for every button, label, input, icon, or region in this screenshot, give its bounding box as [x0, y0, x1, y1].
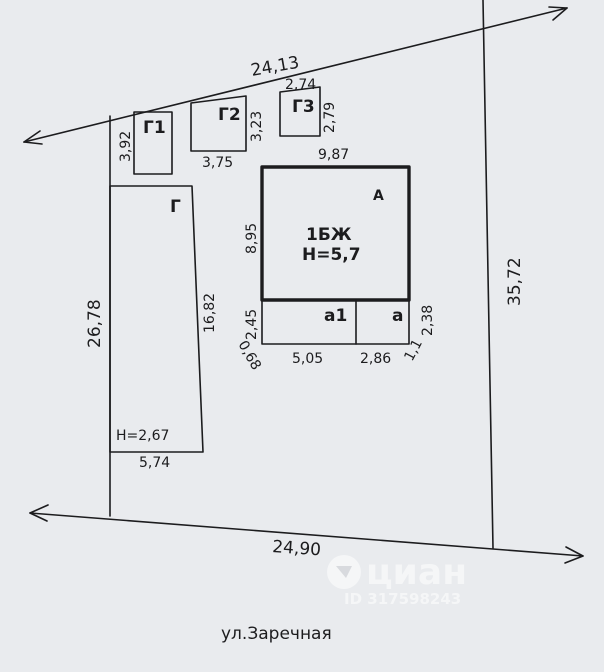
- bottom-boundary-line: [29, 512, 584, 557]
- label-a: а: [392, 306, 403, 326]
- cian-watermark: циан ID 317598243: [327, 552, 467, 608]
- label-g1: Г1: [143, 118, 166, 138]
- label-a1: а1: [324, 306, 347, 326]
- dim-house-width: 9,87: [318, 147, 349, 163]
- dim-g2-width: 3,75: [202, 155, 233, 171]
- dim-bottom-boundary: 24,90: [272, 537, 322, 560]
- bottom-boundary-left-arrow: [29, 504, 49, 522]
- building-g2: [190, 95, 247, 152]
- dim-g2-height: 3,23: [249, 111, 265, 142]
- dim-a1-height: 2,45: [244, 309, 260, 340]
- watermark-brand: циан: [366, 552, 467, 593]
- extension-outline: [261, 299, 410, 345]
- bottom-boundary-right-arrow: [564, 546, 584, 564]
- top-boundary-right-arrow: [548, 6, 568, 21]
- building-g3: [279, 86, 321, 137]
- dim-a1-corner: 0,68: [235, 338, 264, 373]
- label-house-a: А: [373, 188, 384, 204]
- label-g: Г: [170, 197, 181, 217]
- building-g: [109, 185, 204, 453]
- label-g2: Г2: [218, 105, 241, 125]
- label-g-height: Н=2,67: [116, 428, 169, 444]
- dim-g3-width: 2,74: [285, 77, 316, 93]
- cian-logo-icon: [327, 555, 361, 589]
- dim-g3-height: 2,79: [322, 102, 338, 133]
- dim-g-width: 5,74: [139, 455, 170, 471]
- label-g3: Г3: [292, 97, 315, 117]
- top-boundary-left-arrow: [23, 130, 43, 145]
- house-a: [260, 165, 411, 302]
- dim-a1-width: 5,05: [292, 351, 323, 367]
- dim-left-boundary: 26,78: [85, 299, 105, 348]
- building-g1: [133, 111, 173, 175]
- street-name: ул.Заречная: [221, 624, 332, 644]
- top-boundary-line: [23, 7, 568, 143]
- dim-g-height: 16,82: [202, 293, 218, 333]
- watermark-id: ID 317598243: [344, 590, 461, 608]
- dim-right-boundary: 35,72: [505, 257, 525, 306]
- label-house-type: 1БЖ: [306, 225, 352, 245]
- right-boundary-line: [482, 0, 494, 549]
- dim-a-height: 2,38: [420, 305, 436, 336]
- label-house-height: Н=5,7: [302, 245, 361, 265]
- dim-house-height: 8,95: [244, 223, 260, 254]
- dim-a-width: 2,86: [360, 351, 391, 367]
- dim-g1-height: 3,92: [118, 131, 134, 162]
- dim-a-corner: 1,1: [401, 337, 426, 364]
